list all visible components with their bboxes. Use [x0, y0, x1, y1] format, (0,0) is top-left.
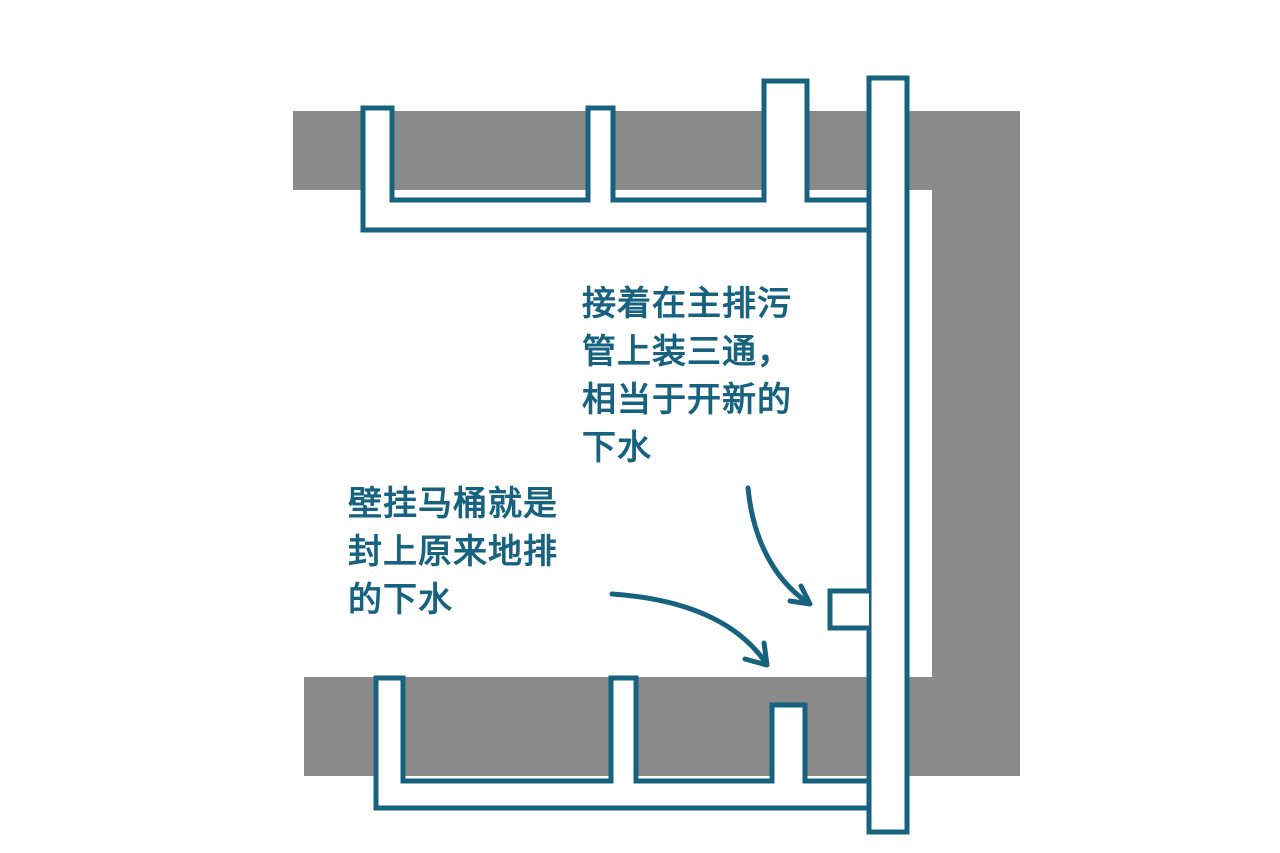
tee-annotation-line: 相当于开新的 [582, 380, 792, 420]
wall-toilet-annotation-line: 壁挂马桶就是 [348, 484, 558, 524]
lower-drain-pipe [373, 675, 872, 811]
tee-fitting [827, 588, 869, 631]
tee-annotation-line: 管上装三通， [582, 332, 792, 372]
main-sewage-stack [866, 75, 910, 835]
right-wall [932, 111, 1020, 776]
wall-toilet-annotation-line: 的下水 [348, 580, 453, 620]
arrow-to-tee [745, 485, 813, 607]
tee-annotation-line: 接着在主排污 [582, 284, 792, 324]
wall-toilet-annotation: 壁挂马桶就是 封上原来地排 的下水 [348, 480, 558, 624]
top-wall [293, 111, 1020, 190]
tee-annotation: 接着在主排污 管上装三通， 相当于开新的 下水 [582, 280, 792, 472]
tee-annotation-line: 下水 [582, 428, 652, 468]
arrow-to-floor-drain [609, 591, 770, 668]
wall-toilet-annotation-line: 封上原来地排 [348, 532, 558, 572]
